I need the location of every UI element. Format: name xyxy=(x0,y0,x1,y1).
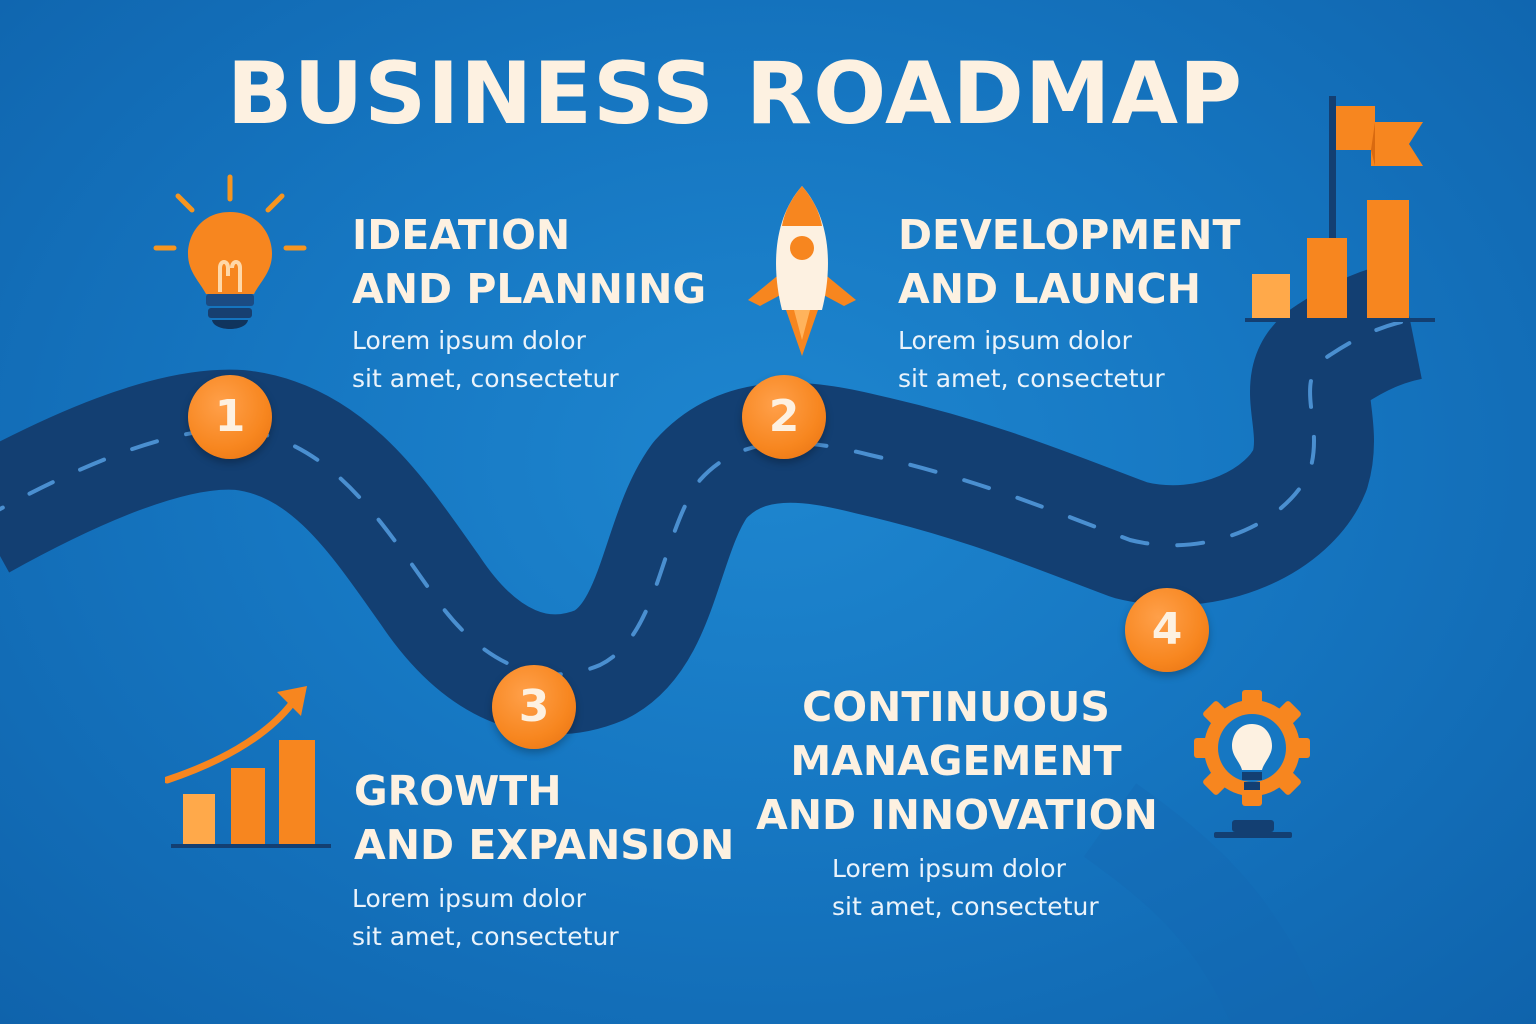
step-1-description: Lorem ipsum dolor sit amet, consectetur xyxy=(352,322,619,398)
road-tail-shadow xyxy=(1083,783,1322,1024)
step-2-badge: 2 xyxy=(742,375,826,459)
step-4-description-line-2: sit amet, consectetur xyxy=(832,892,1099,921)
step-2-heading-line-1: DEVELOPMENT xyxy=(898,211,1241,259)
step-2-description-line-1: Lorem ipsum dolor xyxy=(898,326,1132,355)
step-2-description: Lorem ipsum dolor sit amet, consectetur xyxy=(898,322,1165,398)
step-1-heading: IDEATION AND PLANNING xyxy=(352,208,706,316)
step-3-description: Lorem ipsum dolor sit amet, consectetur xyxy=(352,880,619,956)
flag-bar-chart-icon xyxy=(1245,96,1435,322)
page-title: BUSINESS ROADMAP xyxy=(226,44,1244,144)
lightbulb-icon xyxy=(153,174,307,329)
step-4-heading: CONTINUOUS MANAGEMENT AND INNOVATION xyxy=(756,680,1158,842)
step-1-description-line-1: Lorem ipsum dolor xyxy=(352,326,586,355)
step-4-description: Lorem ipsum dolor sit amet, consectetur xyxy=(832,850,1099,926)
step-2-heading: DEVELOPMENT AND LAUNCH xyxy=(898,208,1240,316)
rocket-icon xyxy=(748,186,856,356)
step-4-badge: 4 xyxy=(1125,588,1209,672)
step-4-heading-line-2: MANAGEMENT xyxy=(790,737,1122,785)
step-3-heading-line-1: GROWTH xyxy=(354,767,562,815)
step-3-heading-line-2: AND EXPANSION xyxy=(354,821,735,869)
step-3-description-line-2: sit amet, consectetur xyxy=(352,922,619,951)
step-3-badge: 3 xyxy=(492,665,576,749)
step-3-heading: GROWTH AND EXPANSION xyxy=(354,764,734,872)
growth-chart-icon xyxy=(165,686,331,848)
step-4-description-line-1: Lorem ipsum dolor xyxy=(832,854,1066,883)
road-center-line xyxy=(0,318,1412,677)
step-2-heading-line-2: AND LAUNCH xyxy=(898,265,1201,313)
step-2-description-line-2: sit amet, consectetur xyxy=(898,364,1165,393)
step-1-heading-line-2: AND PLANNING xyxy=(352,265,707,313)
gear-lightbulb-icon xyxy=(1194,690,1310,838)
step-1-description-line-2: sit amet, consectetur xyxy=(352,364,619,393)
step-3-description-line-1: Lorem ipsum dolor xyxy=(352,884,586,913)
step-1-badge: 1 xyxy=(188,375,272,459)
step-4-heading-line-3: AND INNOVATION xyxy=(756,791,1158,839)
step-4-heading-line-1: CONTINUOUS xyxy=(802,683,1110,731)
step-1-heading-line-1: IDEATION xyxy=(352,211,571,259)
